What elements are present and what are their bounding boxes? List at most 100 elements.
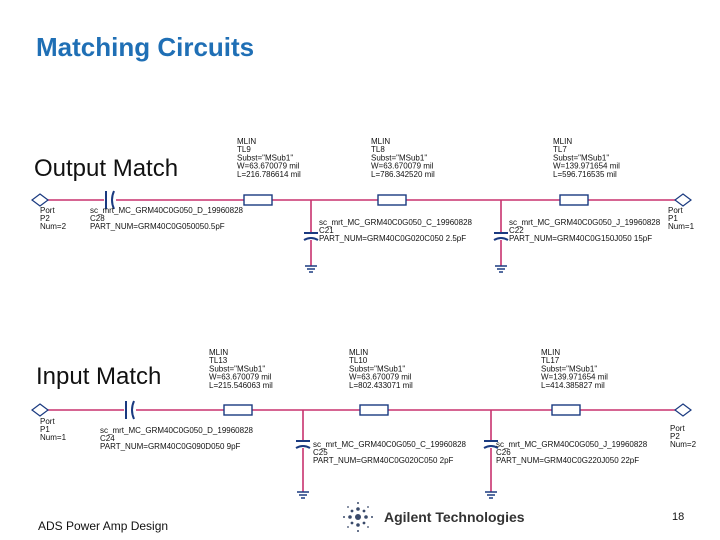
capacitor-label: sc_mrt_MC_GRM40C0G050_D_19960828C28PART_… bbox=[90, 206, 244, 231]
schematic-label-line: TL10 bbox=[349, 356, 368, 365]
schematic-label-line: PART_NUM=GRM40C0G020C050 2.5pF bbox=[319, 234, 466, 243]
input-match-label: Input Match bbox=[36, 363, 162, 390]
schematic-label-line: MLIN bbox=[553, 137, 572, 146]
schematic-label-line: Port bbox=[668, 206, 683, 215]
slide-title: Matching Circuits bbox=[36, 32, 255, 62]
schematic-label-line: Num=1 bbox=[668, 222, 695, 231]
schematic-label-line: P1 bbox=[40, 425, 50, 434]
company-name: Agilent Technologies bbox=[384, 509, 525, 525]
port-right-icon bbox=[674, 403, 692, 417]
shunt-capacitor-icon bbox=[303, 200, 319, 266]
schematic-label-line: L=802.433071 mil bbox=[349, 381, 413, 390]
schematic-label-line: TL13 bbox=[209, 356, 228, 365]
schematic-label-line: P2 bbox=[40, 214, 50, 223]
schematic-label-line: L=216.786614 mil bbox=[237, 170, 301, 179]
tl-block-icon bbox=[559, 194, 589, 206]
output-match-label: Output Match bbox=[34, 155, 179, 182]
tl-block-icon bbox=[377, 194, 407, 206]
schematic-label-line: Port bbox=[40, 417, 55, 426]
schematic-label-line: L=596.716535 mil bbox=[553, 170, 617, 179]
shunt-capacitor-icon bbox=[493, 200, 509, 266]
schematic-label-line: P1 bbox=[668, 214, 678, 223]
schematic-label-line: C24 bbox=[100, 434, 115, 443]
schematic-label-line: L=786.342520 mil bbox=[371, 170, 435, 179]
schematic-label-line: Subst="MSub1" bbox=[541, 364, 597, 373]
schematic-label-line: sc_mrt_MC_GRM40C0G050_J_19960828 bbox=[509, 218, 661, 227]
schematic-label-line: W=63.670079 mil bbox=[349, 373, 412, 382]
schematic-label-line: C21 bbox=[319, 226, 334, 235]
capacitor-label: sc_mrt_MC_GRM40C0G050_J_19960828C26PART_… bbox=[496, 440, 648, 465]
schematic-label-line: C26 bbox=[496, 448, 511, 457]
ground-icon bbox=[485, 491, 497, 499]
tl-block-icon bbox=[223, 404, 253, 416]
tl-block-icon bbox=[359, 404, 389, 416]
port-icon bbox=[31, 193, 49, 207]
schematic-label-line: Subst="MSub1" bbox=[553, 153, 609, 162]
schematic-label-line: sc_mrt_MC_GRM40C0G050_D_19960828 bbox=[100, 426, 254, 435]
schematic-label-line: sc_mrt_MC_GRM40C0G050_J_19960828 bbox=[496, 440, 648, 449]
schematic-label-line: PART_NUM=GRM40C0G050050.5pF bbox=[90, 222, 225, 231]
schematic-label-line: sc_mrt_MC_GRM40C0G050_C_19960828 bbox=[319, 218, 473, 227]
capacitor-label: sc_mrt_MC_GRM40C0G050_C_19960828C21PART_… bbox=[319, 218, 473, 243]
schematic-label-line: W=63.670079 mil bbox=[371, 162, 434, 171]
schematic-label-line: TL8 bbox=[371, 145, 385, 154]
shunt-capacitor-icon bbox=[483, 410, 499, 492]
series-capacitor-icon bbox=[124, 400, 136, 420]
schematic-label-line: PART_NUM=GRM40C0G020C050 2pF bbox=[313, 456, 454, 465]
schematic-label-line: W=139.971654 mil bbox=[553, 162, 620, 171]
ground-icon bbox=[297, 491, 309, 499]
schematic-label-line: sc_mrt_MC_GRM40C0G050_D_19960828 bbox=[90, 206, 244, 215]
schematic-label-line: Subst="MSub1" bbox=[371, 153, 427, 162]
schematic-label-line: Subst="MSub1" bbox=[349, 364, 405, 373]
schematic-label-line: Subst="MSub1" bbox=[209, 364, 265, 373]
schematic-label-line: Num=1 bbox=[40, 433, 67, 442]
schematic-label-line: C25 bbox=[313, 448, 328, 457]
schematic-label-line: Port bbox=[670, 424, 685, 433]
schematic-label-line: C28 bbox=[90, 214, 105, 223]
schematic-label-line: C22 bbox=[509, 226, 524, 235]
capacitor-label: sc_mrt_MC_GRM40C0G050_J_19960828C22PART_… bbox=[509, 218, 661, 243]
port-icon bbox=[31, 403, 49, 417]
schematic-label-line: W=139.971654 mil bbox=[541, 373, 608, 382]
schematic-label-line: Subst="MSub1" bbox=[237, 153, 293, 162]
schematic-label-line: P2 bbox=[670, 432, 680, 441]
shunt-capacitor-icon bbox=[295, 410, 311, 492]
schematic-label-line: TL17 bbox=[541, 356, 560, 365]
tl-block-icon bbox=[551, 404, 581, 416]
schematic-label-line: MLIN bbox=[371, 137, 390, 146]
footer-text: ADS Power Amp Design bbox=[38, 519, 169, 533]
schematic-label-line: PART_NUM=GRM40C0G150J050 15pF bbox=[509, 234, 652, 243]
capacitor-label: sc_mrt_MC_GRM40C0G050_D_19960828C24PART_… bbox=[100, 426, 254, 451]
schematic-label-line: W=63.670079 mil bbox=[209, 373, 272, 382]
page-number: 18 bbox=[672, 511, 685, 523]
schematic-label-line: MLIN bbox=[237, 137, 256, 146]
schematic-label-line: Num=2 bbox=[40, 222, 67, 231]
schematic-label-line: TL9 bbox=[237, 145, 251, 154]
schematic-label-line: L=414.385827 mil bbox=[541, 381, 605, 390]
schematic-label-line: L=215.546063 mil bbox=[209, 381, 273, 390]
schematic-label-line: PART_NUM=GRM40C0G090D050 9pF bbox=[100, 442, 241, 451]
schematic-label-line: W=63.670079 mil bbox=[237, 162, 300, 171]
schematic-label-line: MLIN bbox=[209, 348, 228, 357]
series-capacitor-icon bbox=[104, 190, 116, 210]
schematic-label-line: MLIN bbox=[349, 348, 368, 357]
company-logo: Agilent Technologies bbox=[340, 500, 540, 534]
ground-icon bbox=[495, 265, 507, 273]
schematic-label-line: sc_mrt_MC_GRM40C0G050_C_19960828 bbox=[313, 440, 467, 449]
agilent-spark-icon bbox=[343, 502, 373, 532]
ground-icon bbox=[305, 265, 317, 273]
port-right-icon bbox=[674, 193, 692, 207]
schematic-label-line: TL7 bbox=[553, 145, 567, 154]
